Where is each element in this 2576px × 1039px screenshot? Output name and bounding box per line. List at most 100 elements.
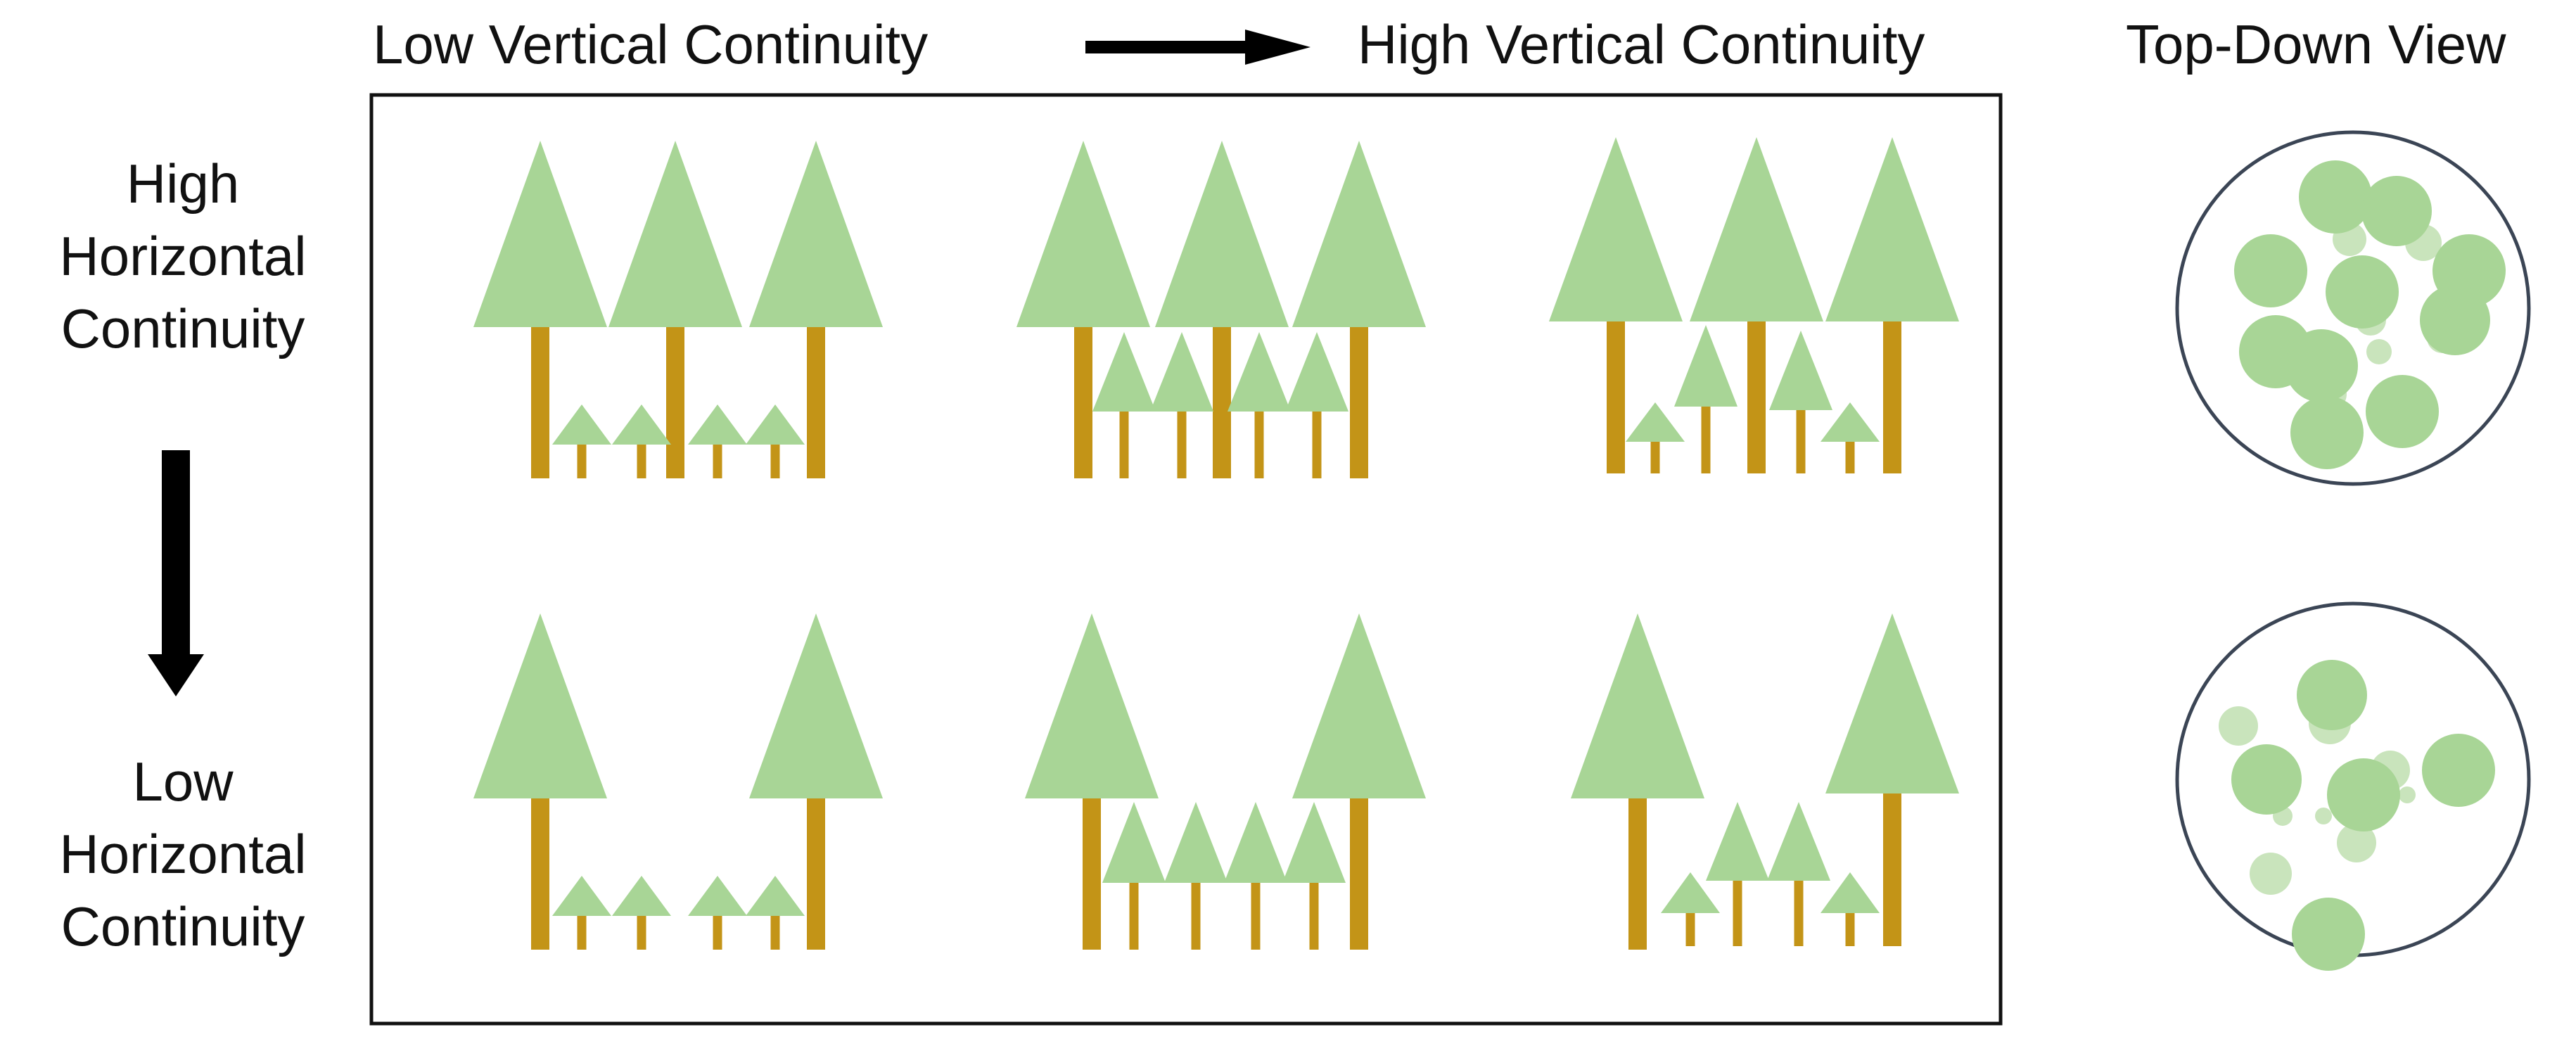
tree-trunk [637,443,646,478]
tree-trunk [1883,320,1901,473]
crown-blob [2366,339,2392,364]
tree-crown [746,876,805,916]
label-line: Low [132,751,234,812]
tree-crown [1661,872,1720,913]
tree-trunk [577,443,587,478]
conifer-tree-icon [612,404,671,478]
tree-trunk [1177,410,1187,478]
tree-crown [1292,613,1426,798]
conifer-tree-icon [1825,137,1959,473]
label-high-horizontal-continuity: High Horizontal Continuity [14,148,352,365]
tree-crown [1571,613,1704,798]
conifer-tree-icon [1150,332,1213,478]
label-line: Continuity [60,297,305,359]
tree-trunk [1083,797,1101,950]
conifer-tree-icon [1025,613,1159,950]
tree-trunk [1607,320,1625,473]
conifer-tree-icon [1821,872,1880,946]
tree-crown [473,141,607,327]
tree-trunk [1883,792,1901,946]
crown-blob [2361,176,2432,246]
tree-trunk [637,914,646,950]
tree-crown [473,613,607,798]
label-top-down-view: Top-Down View [2126,13,2506,75]
conifer-tree-icon [1571,613,1704,950]
conifer-tree-icon [1164,802,1228,950]
tree-crown [688,404,747,445]
conifer-tree-icon [1282,802,1346,950]
conifer-tree-icon [473,141,607,478]
tree-trunk [1213,326,1231,478]
conifer-tree-icon [746,876,805,950]
crown-blob [2327,758,2400,831]
tree-crown [1282,802,1346,883]
label-line: High [126,153,240,215]
tree-crown [1285,332,1348,412]
tree-trunk [713,914,722,950]
tree-trunk [770,914,780,950]
tree-trunk [1650,440,1660,473]
tree-crown [1292,141,1426,327]
crown-blob [2422,734,2495,807]
conifer-tree-icon [1292,613,1426,950]
tree-trunk [713,443,722,478]
tree-crown [1092,332,1156,412]
tree-trunk [1312,410,1322,478]
crown-blob [2337,823,2376,862]
tree-crown [1626,402,1685,442]
tree-trunk [1254,410,1264,478]
tree-crown [552,876,611,916]
panel-frame [369,93,2003,1026]
tree-crown [1025,613,1159,798]
tree-illustrations [473,137,1959,950]
tree-trunk [1129,881,1139,950]
tree-crown [1767,802,1830,881]
tree-trunk [1074,326,1092,478]
tree-trunk [807,797,825,950]
conifer-tree-icon [746,404,805,478]
crown-blob [2366,375,2439,448]
arrow-down-icon [148,450,204,696]
tree-crown [608,141,742,327]
conifer-tree-icon [1092,332,1156,478]
label-line: Horizontal [59,224,307,287]
tree-crown [749,613,883,798]
tree-trunk [1251,881,1261,950]
conifer-tree-icon [1016,141,1150,478]
conifer-tree-icon [1825,613,1959,946]
tree-crown [1821,872,1880,913]
tree-crown [1825,613,1959,793]
tree-crown [552,404,611,445]
tree-crown [1825,137,1959,321]
tree-trunk [1628,797,1647,950]
canopy-circle-icon [2175,130,2531,486]
crown-blob [2399,786,2416,803]
tree-crown [1690,137,1823,321]
tree-trunk [1845,912,1855,946]
tree-crown [1674,325,1737,407]
conifer-tree-icon [1285,332,1348,478]
crown-blob [2290,396,2364,469]
label-line: Continuity [60,895,305,957]
crown-blob [2315,808,2332,824]
tree-crown [1102,802,1166,883]
label-low-vertical-continuity: Low Vertical Continuity [373,13,929,75]
crown-blob [2234,234,2307,307]
tree-trunk [770,443,780,478]
tree-trunk [1733,879,1742,946]
tree-crown [1769,331,1832,410]
tree-trunk [1701,405,1711,473]
top-down-canopies [2175,130,2531,971]
tree-trunk [1350,326,1368,478]
tree-crown [1821,402,1880,442]
label-line: Horizontal [59,822,307,885]
tree-trunk [1309,881,1319,950]
crown-blob [2250,853,2292,895]
conifer-tree-icon [1549,137,1683,473]
tree-crown [1549,137,1683,321]
conifer-tree-icon [749,613,883,950]
tree-trunk [1747,320,1766,473]
crown-blob [2219,706,2258,746]
